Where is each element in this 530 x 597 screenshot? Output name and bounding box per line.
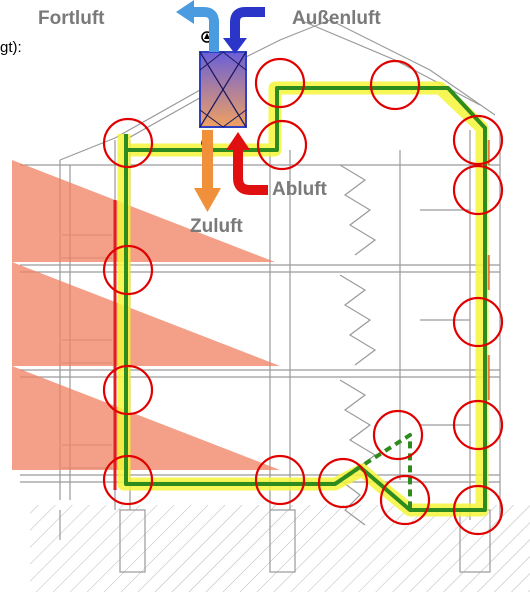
aussenluft-arrow-icon	[223, 7, 265, 54]
thermal-bridge-circle	[102, 364, 154, 416]
thermal-bridge-circle	[102, 244, 154, 296]
aussenluft-label: Außenluft	[292, 8, 381, 29]
thermal-bridge-circle	[369, 59, 421, 111]
thermal-bridge-circle	[379, 474, 431, 526]
abluft-arrow-icon	[226, 132, 268, 195]
thermal-bridge-circle	[102, 454, 154, 506]
zuluft-label: Zuluft	[190, 216, 243, 237]
caption-fragment: gt):	[0, 39, 22, 56]
thermal-bridge-circle	[452, 164, 504, 216]
fortluft-label: Fortluft	[38, 8, 105, 29]
thermal-bridge-circle	[372, 409, 424, 461]
thermal-bridge-circle	[452, 114, 504, 166]
thermal-bridge-circle	[317, 457, 369, 509]
insulation-line	[124, 86, 487, 512]
thermal-bridge-circles	[102, 57, 504, 536]
thermal-bridge-circle	[102, 117, 154, 169]
ground-hatch	[30, 505, 530, 592]
abluft-label: Abluft	[272, 179, 327, 200]
thermal-bridge-circle	[254, 57, 306, 109]
thermal-bridge-circle	[452, 296, 504, 348]
thermal-bridge-circle	[256, 119, 308, 171]
thermal-bridge-circle	[452, 484, 504, 536]
thermal-bridge-circle	[452, 399, 504, 451]
thermal-bridge-circle	[254, 454, 306, 506]
fortluft-arrow-icon	[176, 0, 219, 52]
zuluft-arrow-icon	[194, 130, 221, 212]
solar-gain-wedges	[12, 160, 280, 470]
